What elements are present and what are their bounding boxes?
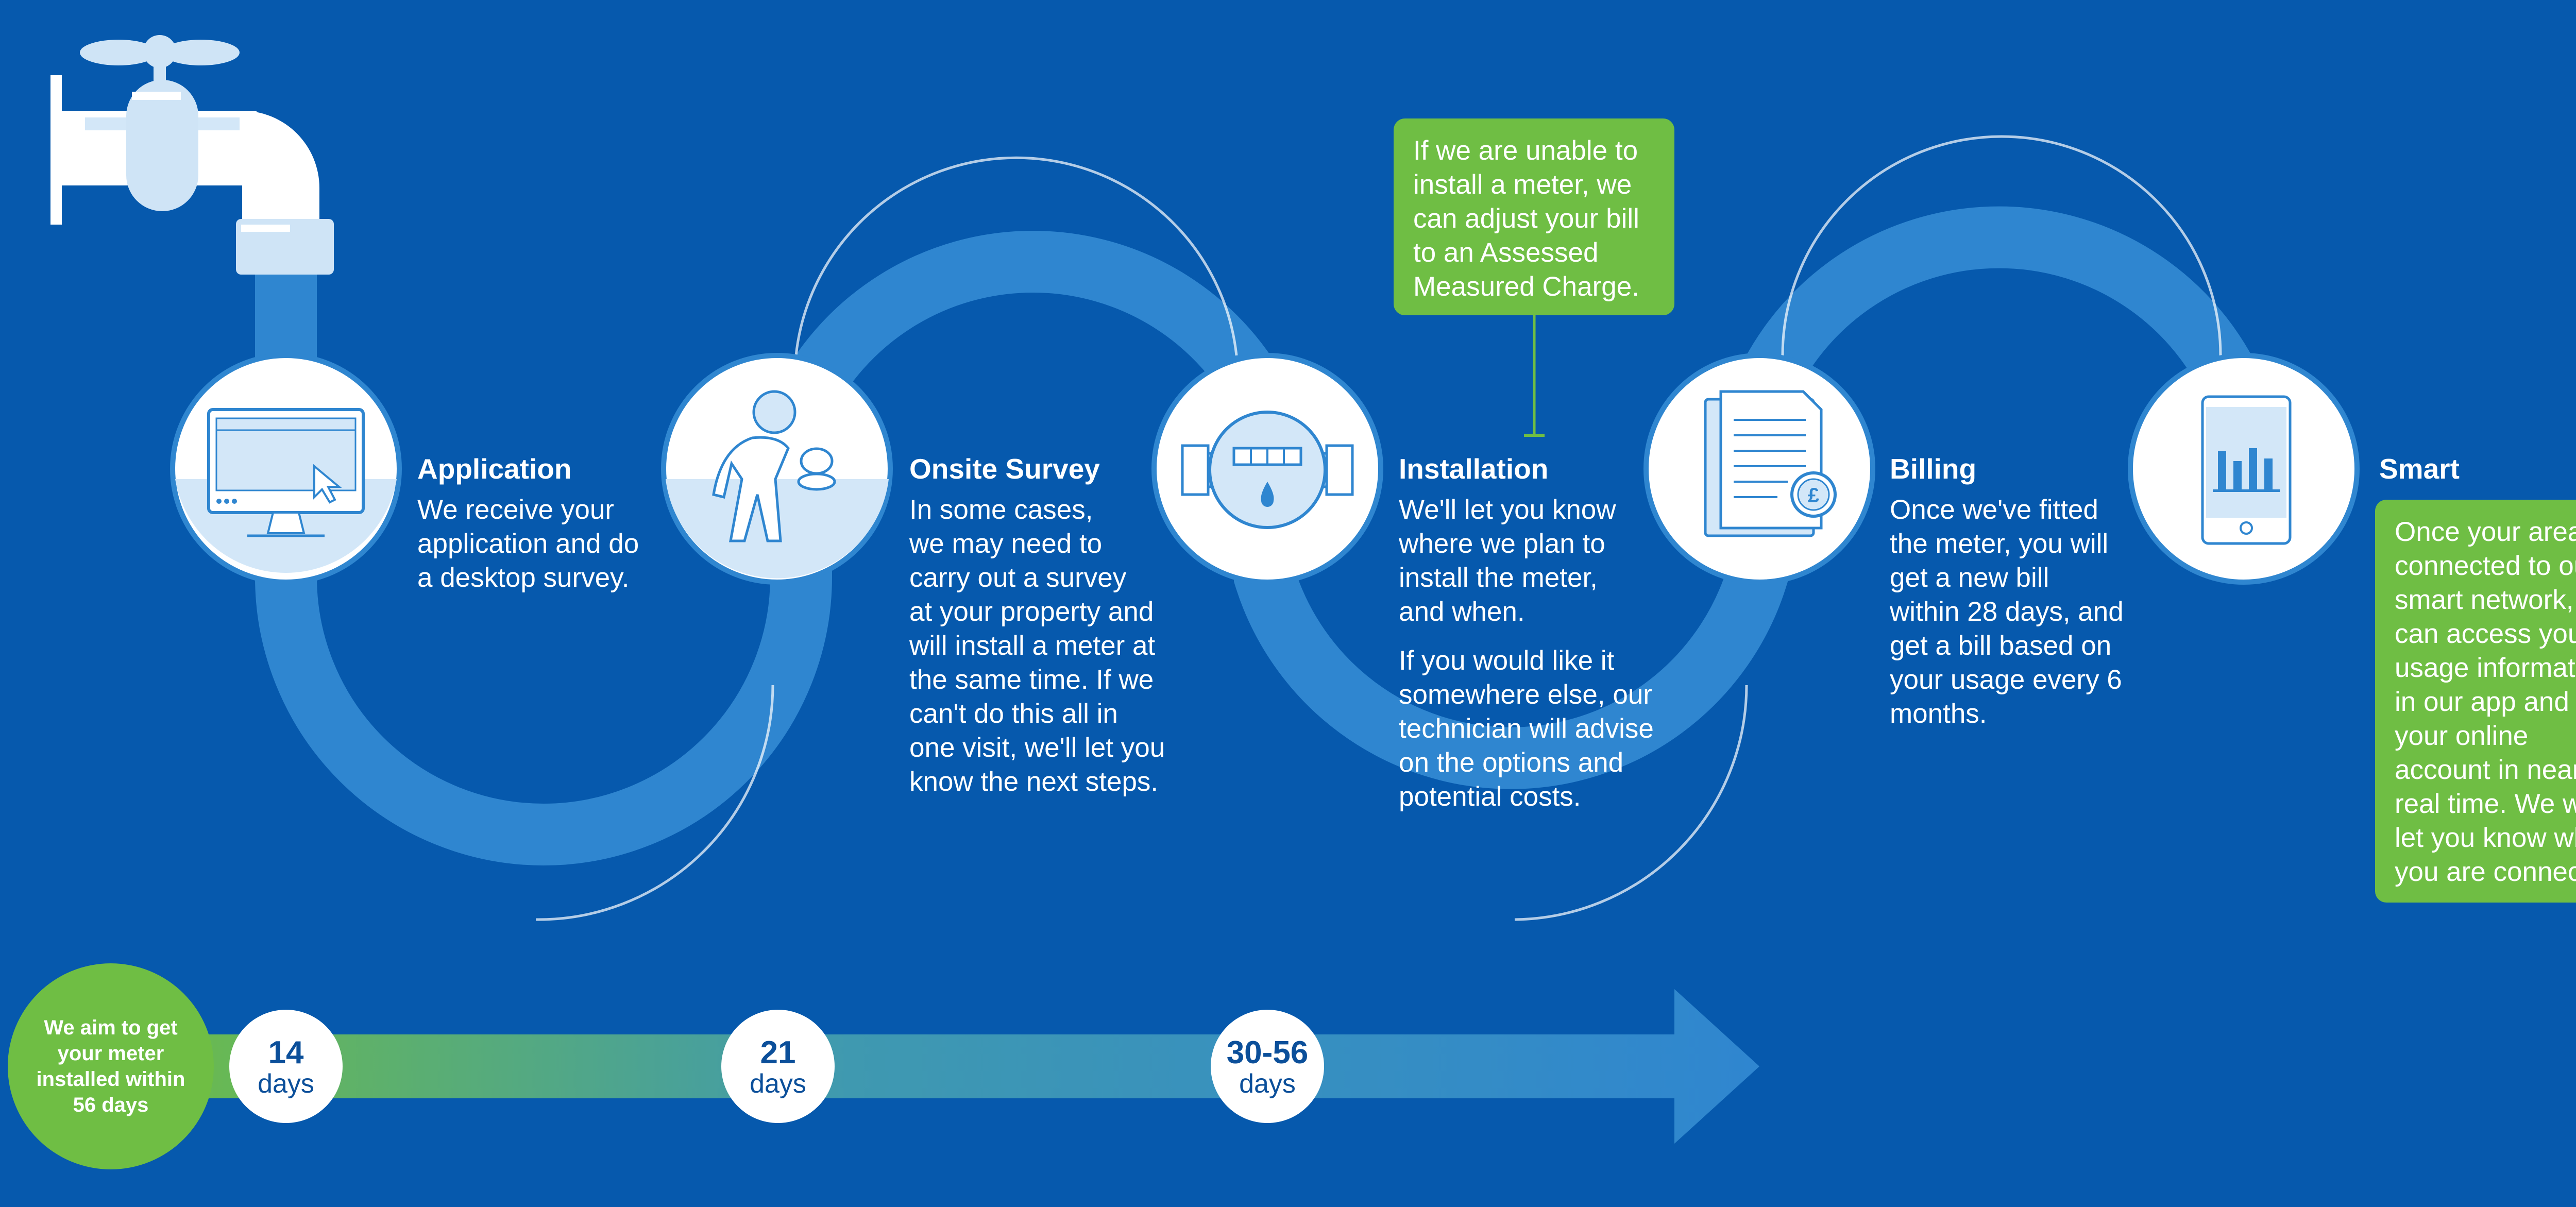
callout-line: your online — [2395, 721, 2529, 751]
step-body-line: We receive your — [417, 495, 614, 525]
step-title-onsite-survey: Onsite Survey — [909, 453, 1100, 485]
step-body-line: potential costs. — [1399, 781, 1581, 812]
aim-text: We aim to get your meter installed withi… — [21, 1015, 201, 1118]
svg-text:£: £ — [1808, 484, 1819, 507]
step-body-line: where we plan to — [1399, 529, 1605, 559]
step-body-line: and when. — [1399, 597, 1525, 627]
step-body-line: one visit, we'll let you — [909, 733, 1165, 763]
step-body-line: months. — [1890, 699, 1987, 729]
step-body-line: technician will advise — [1399, 713, 1654, 744]
step-body-line: install the meter, — [1399, 563, 1598, 593]
callout-line: let you know when — [2395, 823, 2576, 853]
day-marker-14: 14 days — [229, 1035, 343, 1099]
aim-line: We aim to get — [44, 1016, 178, 1039]
step-body-line: We'll let you know — [1399, 495, 1616, 525]
pipe-highlights — [535, 135, 2222, 921]
step-body-line: we may need to — [909, 529, 1103, 559]
step-body-line: will install a meter at — [909, 631, 1156, 661]
step-body-line: within 28 days, and — [1890, 597, 2124, 627]
day-marker-unit: days — [750, 1069, 806, 1099]
callout-line: Once your area is — [2395, 517, 2576, 547]
step-body-line: carry out a survey — [909, 563, 1127, 593]
callout-line: Measured Charge. — [1413, 271, 1639, 302]
aim-line: installed within — [36, 1068, 185, 1091]
step-body-line: In some cases, — [909, 495, 1093, 525]
step-body-line: can't do this all in — [909, 699, 1118, 729]
callout-line: account in near — [2395, 755, 2576, 785]
day-marker-value: 21 — [760, 1035, 796, 1070]
aim-circle — [8, 963, 214, 1169]
day-marker-unit: days — [1239, 1069, 1296, 1099]
day-marker-unit: days — [258, 1069, 314, 1099]
day-marker-value: 14 — [268, 1035, 304, 1070]
step-body-onsite-survey: In some cases, we may need to carry out … — [909, 493, 1218, 799]
callout-line: connected to our — [2395, 551, 2576, 581]
step-body-installation-alt: If you would like it somewhere else, our… — [1399, 644, 1687, 814]
computer-monitor-icon — [175, 408, 397, 573]
step-body-billing: Once we've fitted the meter, you will ge… — [1890, 493, 2178, 731]
smartphone-chart-icon — [2201, 395, 2292, 545]
callout-line: can access your — [2395, 619, 2576, 649]
step-body-line: get a new bill — [1890, 563, 2049, 593]
water-meter-icon — [1181, 411, 1354, 529]
callout-line: can adjust your bill — [1413, 203, 1639, 234]
callout-line: smart network, you — [2395, 585, 2576, 615]
bill-document-icon: £ — [1704, 390, 1837, 537]
step-title-billing: Billing — [1890, 453, 1977, 485]
step-body-line: Once we've fitted — [1890, 495, 2098, 525]
step-body-line: get a bill based on — [1890, 631, 2112, 661]
callout-line: usage information — [2395, 653, 2576, 683]
step-title-smart: Smart — [2379, 453, 2460, 485]
step-body-line: the same time. If we — [909, 665, 1154, 695]
step-title-installation: Installation — [1399, 453, 1549, 485]
day-marker-21: 21 days — [721, 1035, 835, 1099]
callout-line: install a meter, we — [1413, 169, 1632, 200]
step-body-line: application and do — [417, 529, 639, 559]
step-body-line: your usage every 6 — [1890, 665, 2122, 695]
installation-callout: If we are unable to install a meter, we … — [1394, 118, 1674, 315]
step-body-application: We receive your application and do a des… — [417, 493, 685, 595]
step-title-application: Application — [417, 453, 572, 485]
aim-line: your meter — [57, 1042, 164, 1065]
smart-callout: Once your area is connected to our smart… — [2375, 500, 2576, 903]
step-body-installation: We'll let you know where we plan to inst… — [1399, 493, 1687, 629]
day-marker-30-56: 30-56 days — [1211, 1035, 1324, 1099]
callout-line: in our app and via — [2395, 687, 2576, 717]
step-body-line: a desktop survey. — [417, 563, 630, 593]
surveyor-person-icon — [666, 390, 889, 579]
callout-line: real time. We will — [2395, 789, 2576, 819]
callout-line: If we are unable to — [1413, 135, 1638, 166]
aim-line: 56 days — [73, 1094, 149, 1116]
step-body-line: know the next steps. — [909, 767, 1159, 797]
callout-line: to an Assessed — [1413, 237, 1599, 268]
day-marker-value: 30-56 — [1226, 1035, 1309, 1070]
step-body-line: on the options and — [1399, 747, 1624, 778]
step-body-line: the meter, you will — [1890, 529, 2109, 559]
water-tap-icon — [50, 35, 334, 275]
step-body-line: at your property and — [909, 597, 1154, 627]
timeline-arrow — [103, 989, 1759, 1144]
day-marker-circles — [229, 1010, 1324, 1123]
step-body-line: somewhere else, our — [1399, 679, 1652, 710]
step-body-line: If you would like it — [1399, 645, 1615, 676]
callout-line: you are connected. — [2395, 857, 2576, 887]
